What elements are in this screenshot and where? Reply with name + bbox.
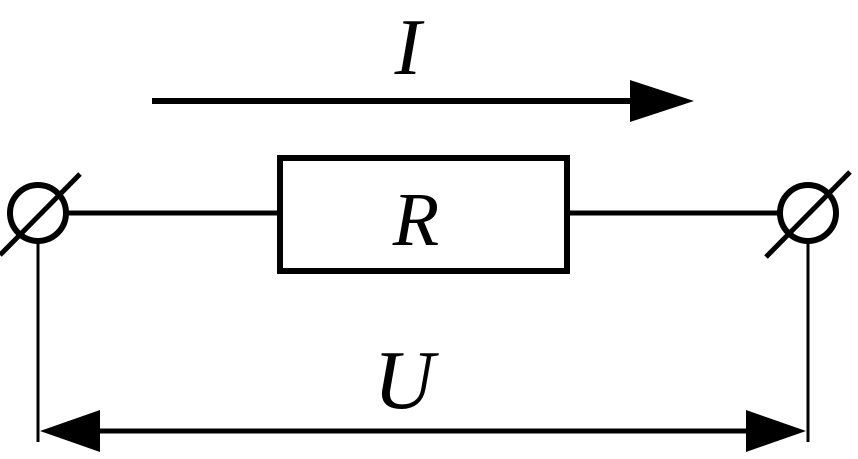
right-terminal-slash (764, 170, 852, 259)
left-terminal (0, 172, 82, 257)
resistor-label: R (392, 178, 439, 262)
voltage-arrowhead-right (746, 410, 806, 452)
current-label: I (394, 4, 425, 92)
current-arrow (152, 80, 694, 122)
left-terminal-slash (0, 172, 82, 257)
current-arrowhead (630, 80, 694, 122)
voltage-label: U (374, 334, 440, 427)
voltage-arrowhead-left (40, 410, 100, 452)
voltage-arrow (40, 410, 806, 452)
resistor-box (277, 155, 570, 274)
